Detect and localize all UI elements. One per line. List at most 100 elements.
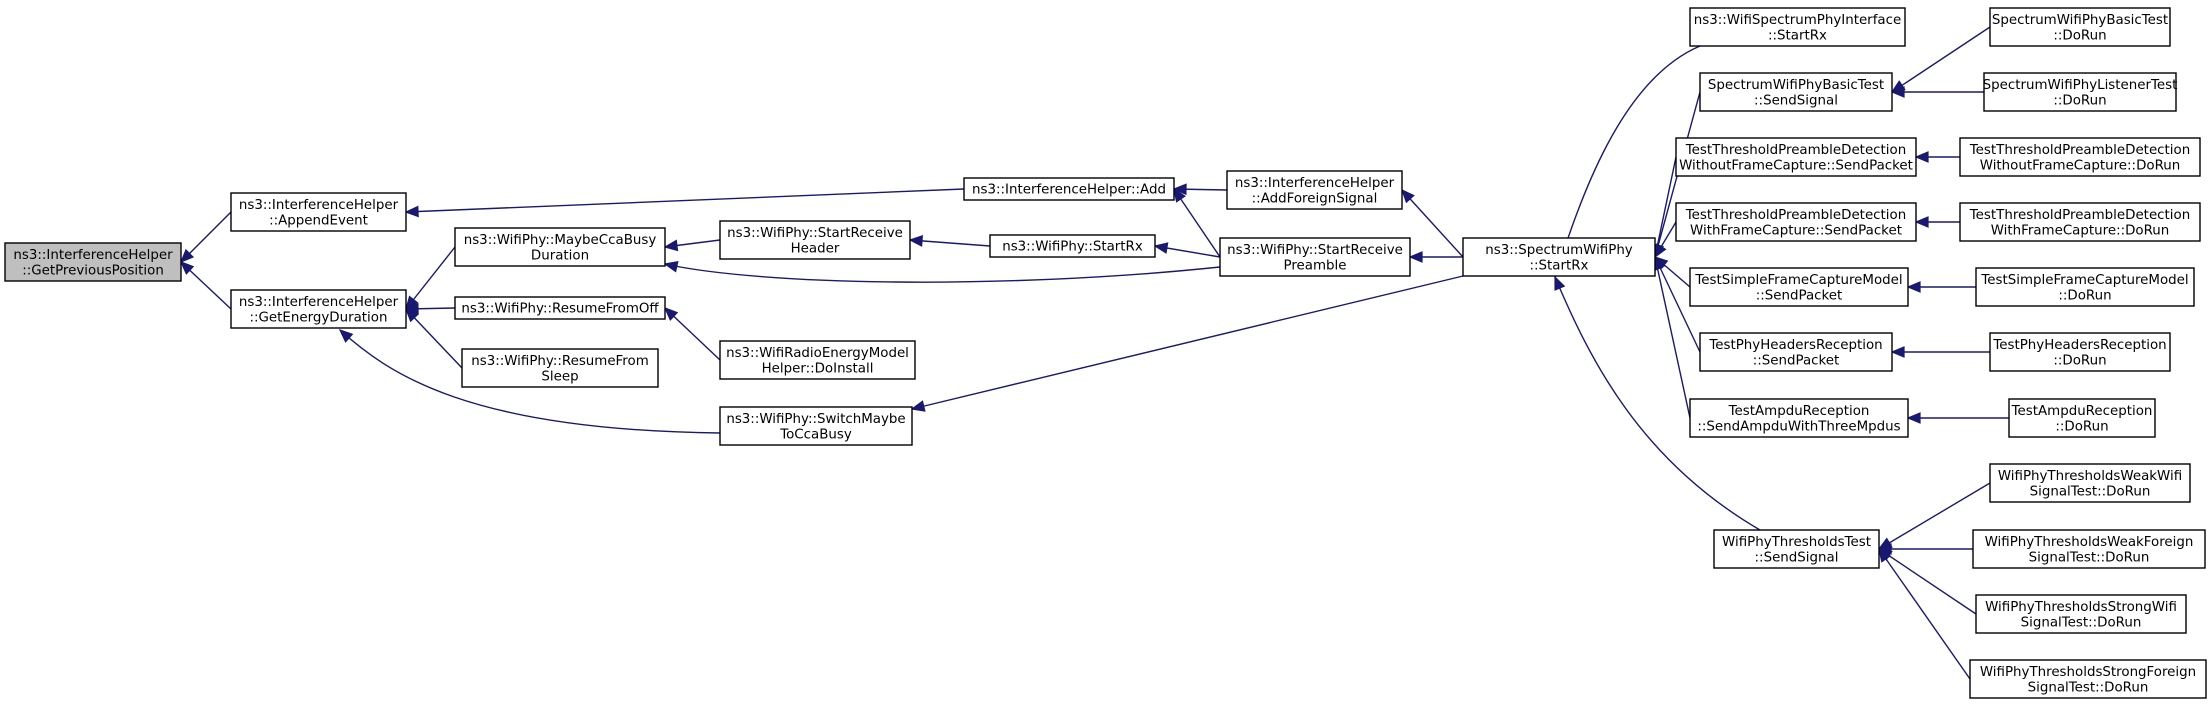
edge-n28-to-n20 [1906, 412, 2009, 424]
graph-node[interactable]: ns3::InterferenceHelper::AddForeignSigna… [1226, 170, 1403, 210]
node-box [1219, 237, 1411, 277]
graph-node[interactable]: ns3::InterferenceHelper::AppendEvent [230, 192, 407, 232]
node-box [461, 348, 659, 388]
node-label-line: Helper::DoInstall [762, 361, 874, 376]
edge-line [1878, 482, 1991, 550]
node-box [1226, 170, 1403, 210]
graph-node[interactable]: TestThresholdPreambleDetectionWithFrameC… [1675, 202, 1917, 242]
graph-node[interactable]: ns3::InterferenceHelper::GetEnergyDurati… [230, 289, 407, 329]
graph-node[interactable]: WifiPhyThresholdsTest::SendSignal [1713, 529, 1880, 569]
arrowhead-icon [179, 260, 195, 275]
edge-n11-to-n10 [663, 306, 721, 361]
node-box [1972, 529, 2206, 569]
node-label-line: WifiPhyThresholdsWeakForeign [1985, 535, 2194, 550]
node-label-line: ::SendSignal [1755, 550, 1839, 565]
node-label-line: ns3::WifiSpectrumPhyInterface [1694, 13, 1901, 28]
edge-n9-to-n8 [908, 235, 991, 247]
edge-n4-to-n3 [1172, 183, 1228, 196]
node-label-line: ns3::WifiPhy::ResumeFrom [471, 354, 649, 369]
arrowhead-icon [1914, 151, 1929, 163]
edge-line [1878, 548, 1971, 680]
arrowhead-icon [1890, 346, 1905, 358]
node-label-line: TestAmpduReception [2011, 404, 2153, 419]
node-label-line: ::AddForeignSignal [1252, 191, 1378, 206]
graph-node[interactable]: WifiPhyThresholdsStrongForeignSignalTest… [1969, 659, 2207, 699]
arrowhead-icon [179, 248, 195, 264]
arrowhead-icon [1400, 188, 1415, 204]
graph-node[interactable]: SpectrumWifiPhyBasicTest::SendSignal [1699, 72, 1893, 112]
node-box [1959, 202, 2201, 242]
edge-line [1654, 256, 1691, 419]
edge-n25-to-n17 [1914, 216, 1960, 228]
graph-node[interactable]: TestThresholdPreambleDetectionWithFrameC… [1959, 202, 2201, 242]
graph-node[interactable]: ns3::InterferenceHelper::Add [963, 177, 1175, 201]
node-label-line: ns3::InterferenceHelper [239, 198, 399, 213]
node-box [1975, 267, 2195, 307]
graph-node[interactable]: ns3::WifiRadioEnergyModelHelper::DoInsta… [719, 340, 916, 380]
arrowhead-icon [1906, 412, 1921, 424]
edge-line [405, 308, 463, 369]
graph-node[interactable]: ns3::WifiSpectrumPhyInterface::StartRx [1689, 7, 1906, 47]
edges-layer [179, 26, 2009, 680]
node-label-line: ns3::WifiPhy::StartRx [1002, 240, 1143, 255]
graph-node[interactable]: TestPhyHeadersReception::SendPacket [1699, 332, 1893, 372]
node-label-line: WithFrameCapture::SendPacket [1690, 223, 1902, 238]
node-label-line: ::DoRun [2053, 28, 2106, 43]
graph-node[interactable]: TestAmpduReception::DoRun [2008, 398, 2156, 438]
edge-line [664, 263, 1221, 283]
graph-node[interactable]: ns3::WifiPhy::ResumeFromOff [454, 296, 666, 320]
graph-node[interactable]: ns3::WifiPhy::StartRx [989, 234, 1156, 258]
node-label-line: ns3::WifiRadioEnergyModel [726, 346, 909, 361]
node-label-line: Sleep [541, 369, 578, 384]
node-label-line: ::StartRx [1768, 28, 1827, 43]
graph-node[interactable]: WifiPhyThresholdsWeakWifiSignalTest::DoR… [1989, 463, 2191, 503]
graph-node[interactable]: TestSimpleFrameCaptureModel::DoRun [1975, 267, 2195, 307]
edge-n23-to-n15 [1890, 86, 1984, 98]
graph-node[interactable]: TestAmpduReception::SendAmpduWithThreeMp… [1689, 398, 1909, 438]
edge-line [909, 239, 991, 247]
arrowhead-icon [1172, 183, 1187, 196]
graph-node[interactable]: TestThresholdPreambleDetectionWithoutFra… [1675, 137, 1917, 177]
node-label-line: WifiPhyThresholdsWeakWifi [1998, 469, 2182, 484]
graph-node[interactable]: TestSimpleFrameCaptureModel::SendPacket [1689, 267, 1909, 307]
edge-n22-to-n15 [1890, 26, 1991, 93]
node-box [4, 242, 182, 282]
graph-node[interactable]: WifiPhyThresholdsWeakForeignSignalTest::… [1972, 529, 2206, 569]
nodes-layer: ns3::InterferenceHelper::GetPreviousPosi… [4, 7, 2207, 699]
arrowhead-icon [1906, 281, 1921, 293]
edge-n21-to-n6 [1554, 275, 1761, 531]
node-label-line: Header [791, 241, 840, 256]
edge-line [1891, 26, 1991, 93]
graph-node[interactable]: SpectrumWifiPhyListenerTest::DoRun [1983, 72, 2178, 112]
node-label-line: ns3::WifiPhy::ResumeFromOff [461, 302, 659, 317]
graph-node[interactable]: TestThresholdPreambleDetectionWithoutFra… [1959, 137, 2201, 177]
edge-n13-to-n2 [338, 328, 721, 434]
edge-n6-to-n4 [1400, 188, 1464, 258]
arrowhead-icon [338, 328, 354, 343]
edge-line [339, 329, 721, 434]
graph-node[interactable]: TestPhyHeadersReception::DoRun [1989, 332, 2171, 372]
root-node: ns3::InterferenceHelper::GetPreviousPosi… [4, 242, 182, 282]
edge-n5-to-n7 [663, 260, 1221, 283]
edge-n8-to-n7 [663, 239, 721, 252]
graph-node[interactable]: ns3::SpectrumWifiPhy::StartRx [1462, 237, 1656, 277]
node-label-line: ::GetEnergyDuration [250, 310, 388, 325]
node-box [230, 192, 407, 232]
arrowhead-icon [1173, 187, 1186, 203]
node-box [1989, 463, 2191, 503]
edge-line [1173, 188, 1221, 258]
graph-node[interactable]: SpectrumWifiPhyBasicTest::DoRun [1989, 7, 2171, 47]
graph-node[interactable]: WifiPhyThresholdsStrongWifiSignalTest::D… [1975, 594, 2187, 634]
arrowhead-icon [1408, 251, 1423, 263]
node-box [454, 296, 666, 320]
node-label-line: TestPhyHeadersReception [1708, 338, 1882, 353]
node-box [719, 406, 913, 446]
arrowhead-icon [1914, 216, 1929, 228]
arrowhead-icon [1153, 242, 1169, 254]
